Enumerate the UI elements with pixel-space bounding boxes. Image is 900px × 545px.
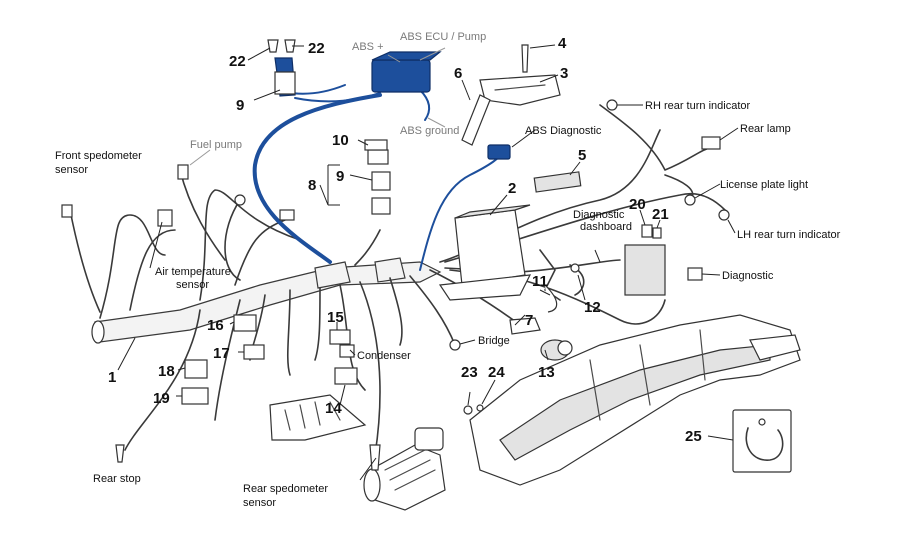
label-bridge: Bridge: [478, 335, 510, 347]
label-diagnostic-dashboard-2: dashboard: [580, 221, 632, 233]
abs-ecu-pump: [371, 59, 431, 93]
fuse-small-part: [234, 194, 246, 206]
battery: [454, 204, 531, 286]
label-rear-stop: Rear stop: [93, 473, 141, 485]
starter-motor: [363, 427, 446, 511]
label-diagnostic-dashboard-1: Diagnostic: [573, 209, 625, 221]
callout-21: 21: [652, 206, 669, 223]
label-fuel-pump: Fuel pump: [190, 139, 242, 151]
fuse-22: [267, 39, 296, 53]
bracket-3: [479, 74, 561, 106]
relay-15: [329, 329, 351, 345]
relay-19: [181, 387, 209, 405]
label-rear-speedometer-sensor-2: sensor: [243, 497, 276, 509]
callout-3: 3: [560, 65, 568, 82]
cable-clamp-25: [732, 409, 792, 473]
label-abs-ground: ABS ground: [400, 125, 459, 137]
callout-11: 11: [532, 273, 548, 290]
cable-11: [544, 284, 558, 313]
callout-14: 14: [325, 400, 342, 417]
label-diagnostic: Diagnostic: [722, 270, 774, 282]
callout-5: 5: [578, 147, 586, 164]
relay-17: [243, 344, 265, 360]
label-air-temperature-sensor-2: sensor: [176, 279, 209, 291]
battery-tray: [438, 274, 532, 301]
label-front-speedometer-sensor-1: Front spedometer: [55, 150, 142, 162]
strap-6: [461, 94, 491, 146]
callout-25: 25: [685, 428, 702, 445]
callout-8: 8: [308, 177, 316, 194]
callout-12: 12: [584, 299, 601, 316]
callout-2: 2: [508, 180, 516, 197]
abs-diagnostic-connector: [487, 144, 511, 160]
label-abs-diagnostic: ABS Diagnostic: [525, 125, 602, 137]
labels: Front spedometer sensor Fuel pump ABS + …: [55, 31, 841, 509]
washer-23: [463, 405, 473, 415]
callout-16: 16: [207, 317, 224, 334]
lh-rear-turn-indicator-part: [718, 209, 730, 221]
relay-base: [269, 394, 367, 441]
connector-small: [279, 209, 295, 221]
callout-1: 1: [108, 369, 116, 386]
callout-23: 23: [461, 364, 478, 381]
callout-13: 13: [538, 364, 555, 381]
nut-24: [476, 404, 484, 412]
rear-frame: [469, 314, 801, 486]
license-plate-light-part: [684, 194, 696, 206]
label-rear-speedometer-sensor-1: Rear spedometer: [243, 483, 328, 495]
label-rh-rear-turn-indicator: RH rear turn indicator: [645, 100, 750, 112]
part-12: [570, 263, 580, 273]
rear-lamp-connector: [701, 136, 721, 150]
rear-stop-switch: [115, 444, 125, 463]
callout-numbers: 1 2 3 4 5 6 7 8 9 9 10 11 12 13 14 15 16…: [108, 35, 702, 445]
callout-10: 10: [332, 132, 349, 149]
relay-box-20-21: [624, 224, 666, 296]
label-front-speedometer-sensor-2: sensor: [55, 164, 88, 176]
callout-15: 15: [327, 309, 344, 326]
relay-14: [334, 367, 358, 385]
callout-4: 4: [558, 35, 567, 52]
relay-group-8: [367, 149, 391, 215]
pad-5: [533, 171, 582, 193]
callout-19: 19: [153, 390, 170, 407]
callout-9-mid: 9: [336, 168, 344, 185]
air-temperature-sensor-part: [157, 209, 173, 227]
rh-rear-turn-indicator-part: [606, 99, 618, 111]
label-abs-ecu-pump: ABS ECU / Pump: [400, 31, 486, 43]
diagnostic-connector: [687, 267, 703, 281]
callout-24: 24: [488, 364, 505, 381]
socket-13: [540, 339, 573, 361]
leader-lines: [117, 44, 739, 481]
label-license-plate-light: License plate light: [720, 179, 808, 191]
callout-7: 7: [525, 312, 533, 329]
callout-9-top: 9: [236, 97, 244, 114]
rear-speedometer-sensor-part: [369, 444, 381, 471]
fuel-pump-connector: [177, 164, 189, 180]
screw-4: [521, 44, 529, 73]
label-lh-rear-turn-indicator: LH rear turn indicator: [737, 229, 841, 241]
fuse-holder-9: [274, 71, 296, 95]
callout-18: 18: [158, 363, 175, 380]
callout-22-left: 22: [229, 53, 246, 70]
front-speedometer-sensor-part: [61, 204, 73, 218]
callout-20: 20: [629, 196, 646, 213]
condenser-part: [339, 344, 355, 358]
label-air-temperature-sensor-1: Air temperature: [155, 266, 231, 278]
label-abs-plus: ABS +: [352, 41, 384, 53]
relay-16: [233, 314, 257, 332]
relay-18: [184, 359, 208, 379]
callout-6: 6: [454, 65, 462, 82]
callout-22-right: 22: [308, 40, 325, 57]
label-rear-lamp: Rear lamp: [740, 123, 791, 135]
bridge-part: [449, 339, 461, 351]
label-condenser: Condenser: [357, 350, 411, 362]
main-harness: [69, 104, 726, 456]
fuse-10: [364, 139, 388, 151]
callout-17: 17: [213, 345, 230, 362]
